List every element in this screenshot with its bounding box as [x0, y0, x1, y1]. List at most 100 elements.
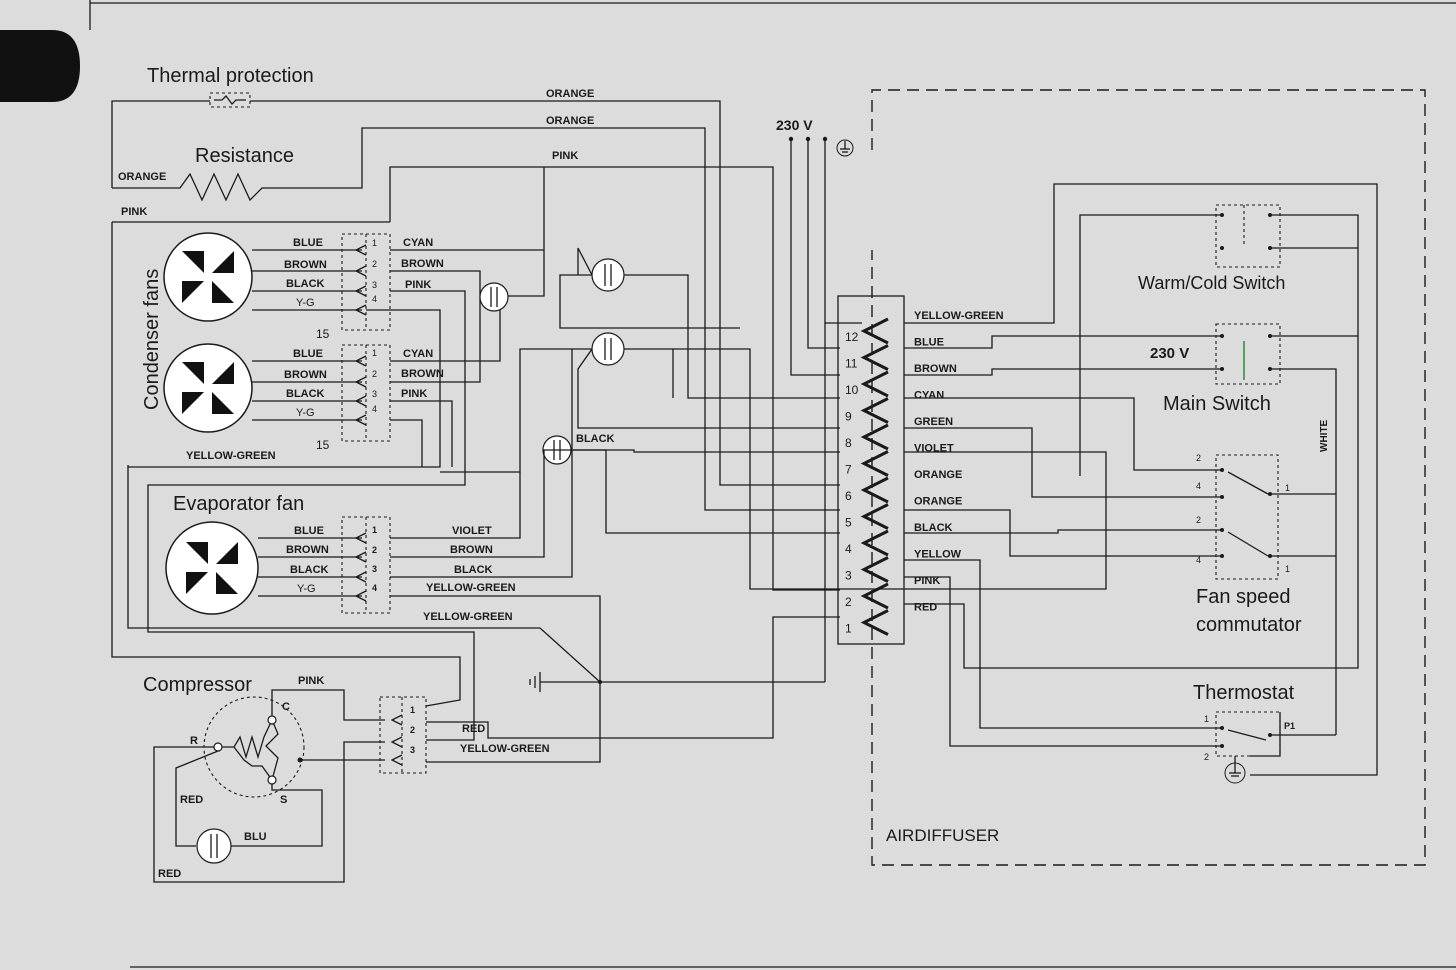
- airdiffuser-boundary: AIRDIFFUSER: [871, 89, 1426, 866]
- terminal-number: 5: [845, 516, 852, 530]
- terminal-number: 2: [845, 595, 852, 609]
- terminal-contact: [860, 450, 889, 477]
- svg-text:P1: P1: [1284, 721, 1295, 731]
- terminal-wire-label: ORANGE: [914, 469, 962, 481]
- svg-text:4: 4: [372, 294, 377, 304]
- svg-text:BLACK: BLACK: [286, 388, 325, 400]
- compressor: Compressor C R S PINK RED BLU RED: [143, 674, 385, 883]
- capacitor-icon: [591, 332, 625, 366]
- thermostat-title: Thermostat: [1193, 682, 1295, 704]
- svg-text:BROWN: BROWN: [286, 544, 329, 556]
- terminal-wire-label: BROWN: [914, 363, 957, 375]
- wire-label-pink-left: PINK: [121, 206, 147, 218]
- terminal-number: 9: [845, 410, 852, 424]
- terminal-wire-label: PINK: [914, 575, 940, 587]
- condenser-fan-2: BLUE BROWN BLACK Y-G 1 2 3 4 CYAN BROWN …: [163, 343, 444, 452]
- capacitor-icon: [479, 282, 509, 312]
- thermal-protection: Thermal protection ORANGE: [111, 65, 840, 486]
- compressor-connector: 1 2 3 RED YELLOW-GREEN: [379, 616, 840, 774]
- fan-speed-title-2: commutator: [1196, 614, 1302, 636]
- fan-speed-title-1: Fan speed: [1196, 586, 1291, 608]
- svg-text:2: 2: [372, 545, 377, 555]
- warm-cold-switch: Warm/Cold Switch: [904, 183, 1378, 776]
- svg-text:1: 1: [372, 525, 377, 535]
- svg-text:BLACK: BLACK: [454, 564, 493, 576]
- resistance: Resistance ORANGE ORANGE: [112, 115, 840, 511]
- cap-black-label: BLACK: [576, 433, 615, 445]
- svg-text:3: 3: [372, 564, 377, 574]
- fan-icon: [163, 232, 253, 322]
- terminal-contact: [860, 503, 889, 530]
- terminal-wire-label: VIOLET: [914, 443, 954, 455]
- svg-text:2: 2: [1196, 453, 1201, 463]
- svg-text:BLUE: BLUE: [293, 348, 323, 360]
- terminal-number: 12: [845, 330, 859, 344]
- wire-label-orange-2: ORANGE: [546, 115, 594, 127]
- svg-text:BROWN: BROWN: [284, 369, 327, 381]
- svg-text:4: 4: [1196, 555, 1201, 565]
- svg-text:Y-G: Y-G: [296, 407, 315, 419]
- svg-text:1: 1: [1204, 714, 1209, 724]
- svg-text:CYAN: CYAN: [403, 237, 433, 249]
- condenser-fans-title: Condenser fans: [141, 269, 163, 410]
- terminal-contact: [860, 582, 889, 610]
- wire-label-pink-top: PINK: [552, 150, 578, 162]
- compressor-title: Compressor: [143, 674, 252, 696]
- svg-text:PINK: PINK: [298, 675, 324, 687]
- terminal-row-1: 1 RED: [845, 602, 937, 636]
- terminal-number: 1: [845, 622, 852, 636]
- evaporator-fan-title: Evaporator fan: [173, 493, 304, 515]
- svg-text:BROWN: BROWN: [450, 544, 493, 556]
- svg-text:RED: RED: [158, 868, 181, 880]
- supply-230v: 230 V: [776, 117, 854, 376]
- svg-text:2: 2: [1196, 515, 1201, 525]
- terminal-wire-label: YELLOW: [914, 549, 962, 561]
- yellow-green-label-cond: YELLOW-GREEN: [186, 450, 276, 462]
- svg-text:R: R: [190, 735, 198, 747]
- svg-text:1: 1: [1285, 483, 1290, 493]
- capacitor-icon: [196, 828, 232, 864]
- terminal-contact: [860, 344, 889, 371]
- left-rail: [111, 222, 461, 707]
- main-switch: 230 V Main Switch WHITE: [904, 323, 1358, 735]
- terminal-contact: [860, 609, 889, 636]
- airdiffuser-label: AIRDIFFUSER: [886, 826, 999, 845]
- resistance-title: Resistance: [195, 145, 294, 167]
- capacitor-3: [440, 332, 840, 473]
- terminal-contact: [860, 529, 889, 557]
- svg-text:4: 4: [1196, 481, 1201, 491]
- terminal-wire-label: BLUE: [914, 337, 944, 349]
- terminal-number: 4: [845, 542, 852, 556]
- terminal-contact: [860, 397, 889, 424]
- pink-top-wire: PINK PINK: [112, 150, 840, 591]
- wire-label-orange-1: ORANGE: [546, 88, 594, 100]
- svg-text:BLACK: BLACK: [286, 278, 325, 290]
- supply-230v-label: 230 V: [776, 117, 813, 133]
- fan-speed-commutator: 2 4 1 2 4 1 Fan speed commutator: [673, 348, 1336, 636]
- svg-text:Y-G: Y-G: [297, 583, 316, 595]
- white-wire-label: WHITE: [1319, 419, 1330, 452]
- svg-text:2: 2: [410, 725, 415, 735]
- capacitor-4: BLACK: [542, 433, 840, 534]
- terminal-wire-label: RED: [914, 602, 937, 614]
- svg-text:4: 4: [372, 583, 377, 593]
- svg-text:BROWN: BROWN: [401, 368, 444, 380]
- wire-label-orange-left: ORANGE: [118, 171, 166, 183]
- evaporator-fan: Evaporator fan BLUE BROWN BLACK Y-G 1 2 …: [165, 349, 601, 682]
- thermostat: Thermostat 1 P1 2: [904, 559, 1336, 784]
- svg-text:BROWN: BROWN: [401, 258, 444, 270]
- warm-cold-switch-title: Warm/Cold Switch: [1138, 273, 1285, 293]
- svg-text:YELLOW-GREEN: YELLOW-GREEN: [426, 582, 516, 594]
- svg-text:1: 1: [372, 348, 377, 358]
- svg-text:PINK: PINK: [405, 279, 431, 291]
